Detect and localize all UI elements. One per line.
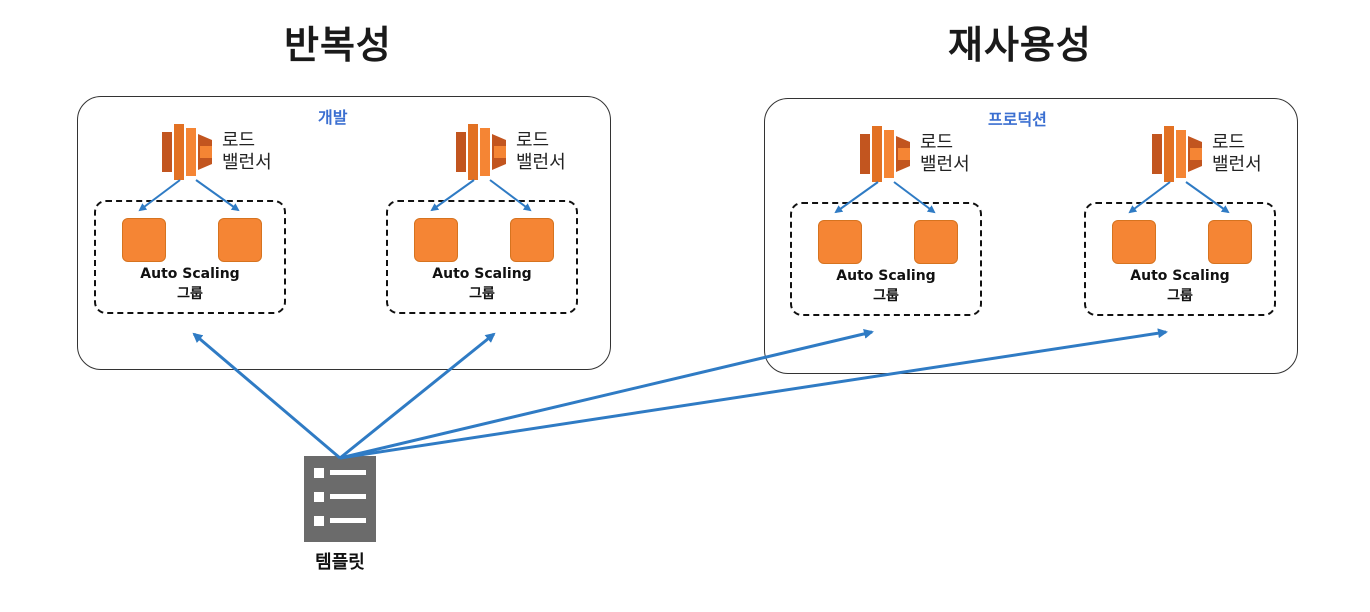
env-prod-label: 프로덕션 (988, 110, 1047, 129)
ec2-instance-icon (818, 220, 862, 264)
load-balancer-label-line2: 밸런서 (222, 152, 272, 173)
asg-label-line1: Auto Scaling (836, 268, 936, 284)
load-balancer-label-line1: 로드 (920, 132, 954, 153)
auto-scaling-group: Auto Scaling 그룹 (790, 202, 982, 316)
template-list-icon (304, 456, 376, 542)
ec2-instance-icon (414, 218, 458, 262)
asg-label-line1: Auto Scaling (1130, 268, 1230, 284)
load-balancer-label-line2: 밸런서 (516, 152, 566, 173)
load-balancer-label-line1: 로드 (1212, 132, 1246, 153)
auto-scaling-group: Auto Scaling 그룹 (94, 200, 286, 314)
template-label: 템플릿 (315, 552, 365, 573)
auto-scaling-group-label: Auto Scaling 그룹 (792, 266, 980, 306)
load-balancer-label-line1: 로드 (516, 130, 550, 151)
title-reusability: 재사용성 (948, 23, 1092, 67)
load-balancer-label-line2: 밸런서 (1212, 154, 1262, 175)
ec2-instance-icon (122, 218, 166, 262)
load-balancer-icon (1152, 126, 1202, 182)
asg-label-line1: Auto Scaling (432, 266, 532, 282)
load-balancer-icon (456, 124, 506, 180)
load-balancer-label-line2: 밸런서 (920, 154, 970, 175)
ec2-instance-icon (218, 218, 262, 262)
asg-label-line2: 그룹 (1167, 288, 1193, 304)
load-balancer-icon (860, 126, 910, 182)
auto-scaling-group: Auto Scaling 그룹 (1084, 202, 1276, 316)
asg-label-line2: 그룹 (177, 286, 203, 302)
asg-label-line2: 그룹 (873, 288, 899, 304)
auto-scaling-group: Auto Scaling 그룹 (386, 200, 578, 314)
asg-label-line1: Auto Scaling (140, 266, 240, 282)
auto-scaling-group-label: Auto Scaling 그룹 (96, 264, 284, 304)
ec2-instance-icon (914, 220, 958, 264)
load-balancer-label-line1: 로드 (222, 130, 256, 151)
ec2-instance-icon (510, 218, 554, 262)
ec2-instance-icon (1208, 220, 1252, 264)
title-repeatability: 반복성 (284, 23, 392, 67)
auto-scaling-group-label: Auto Scaling 그룹 (388, 264, 576, 304)
auto-scaling-group-label: Auto Scaling 그룹 (1086, 266, 1274, 306)
asg-label-line2: 그룹 (469, 286, 495, 302)
load-balancer-icon (162, 124, 212, 180)
ec2-instance-icon (1112, 220, 1156, 264)
env-dev-label: 개발 (318, 108, 348, 127)
